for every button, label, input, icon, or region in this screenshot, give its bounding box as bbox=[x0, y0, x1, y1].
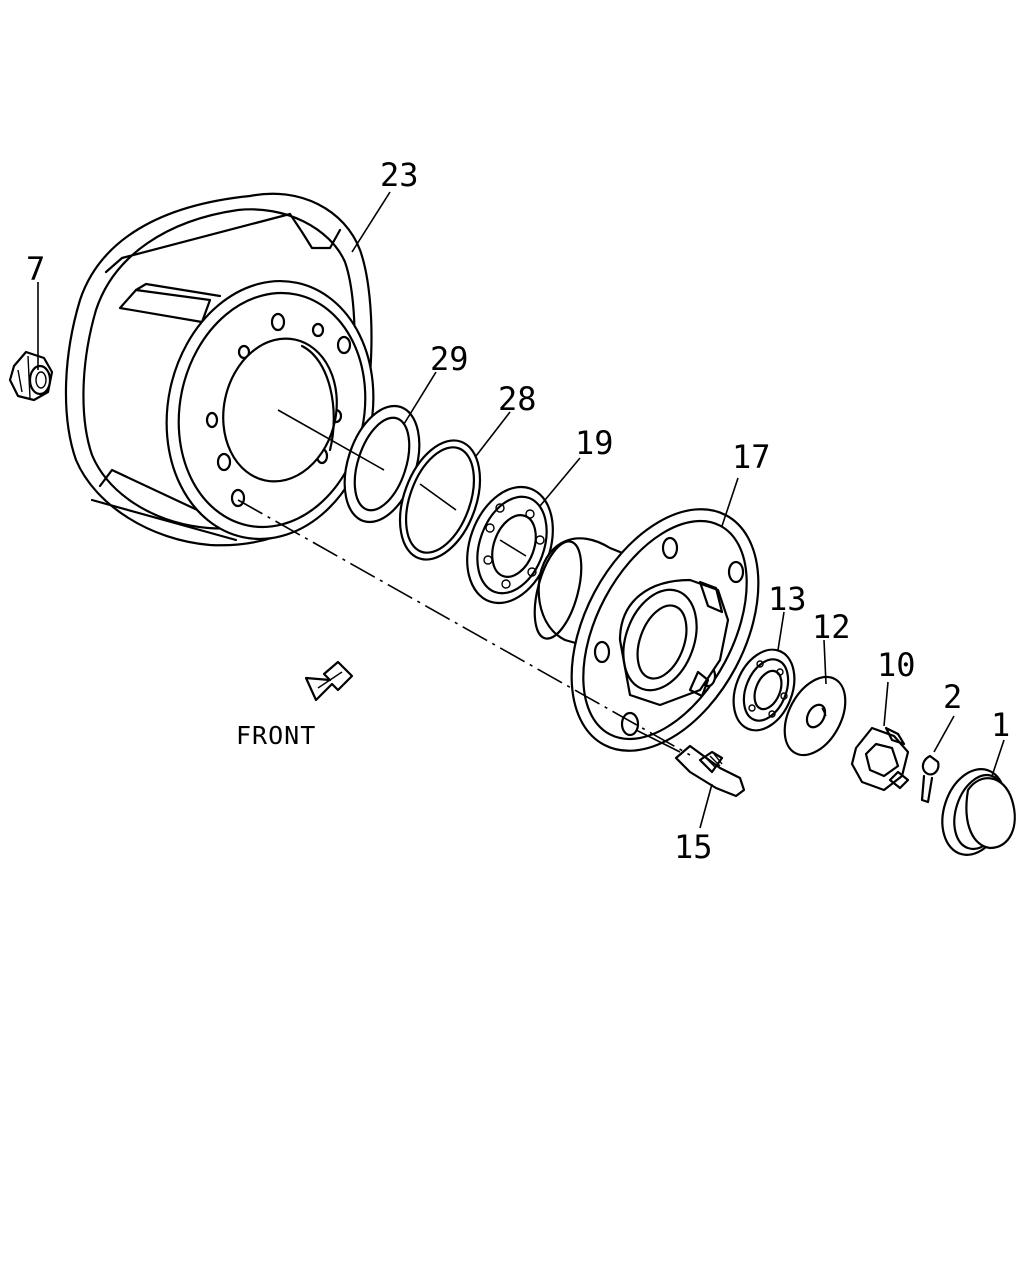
callout-28: 28 bbox=[498, 380, 537, 418]
callout-2: 2 bbox=[943, 678, 962, 716]
part-12-washer[interactable] bbox=[772, 667, 857, 766]
callout-17: 17 bbox=[732, 438, 771, 476]
part-23-brake-drum[interactable] bbox=[64, 192, 397, 559]
leader-lines bbox=[37, 191, 1005, 829]
part-28-ring[interactable] bbox=[385, 429, 495, 570]
callout-15: 15 bbox=[674, 828, 713, 866]
front-label: FRONT bbox=[236, 721, 316, 750]
callout-12: 12 bbox=[812, 608, 851, 646]
part-7-nut[interactable] bbox=[8, 350, 54, 402]
part-13-bearing[interactable] bbox=[722, 641, 805, 740]
callout-29: 29 bbox=[430, 340, 469, 378]
callout-19: 19 bbox=[575, 424, 614, 462]
part-2-cotter-pin[interactable] bbox=[920, 754, 940, 804]
callout-13: 13 bbox=[768, 580, 807, 618]
part-17-hub[interactable] bbox=[526, 478, 797, 783]
callout-7: 7 bbox=[26, 250, 45, 288]
callout-10: 10 bbox=[877, 646, 916, 684]
centerline bbox=[237, 499, 691, 756]
front-direction-arrow-icon bbox=[304, 660, 354, 702]
part-15-stud[interactable] bbox=[674, 744, 746, 798]
part-10-castle-nut[interactable] bbox=[850, 726, 910, 792]
callout-1: 1 bbox=[991, 706, 1010, 744]
callout-23: 23 bbox=[380, 156, 419, 194]
part-1-hub-cap[interactable] bbox=[932, 761, 1016, 863]
